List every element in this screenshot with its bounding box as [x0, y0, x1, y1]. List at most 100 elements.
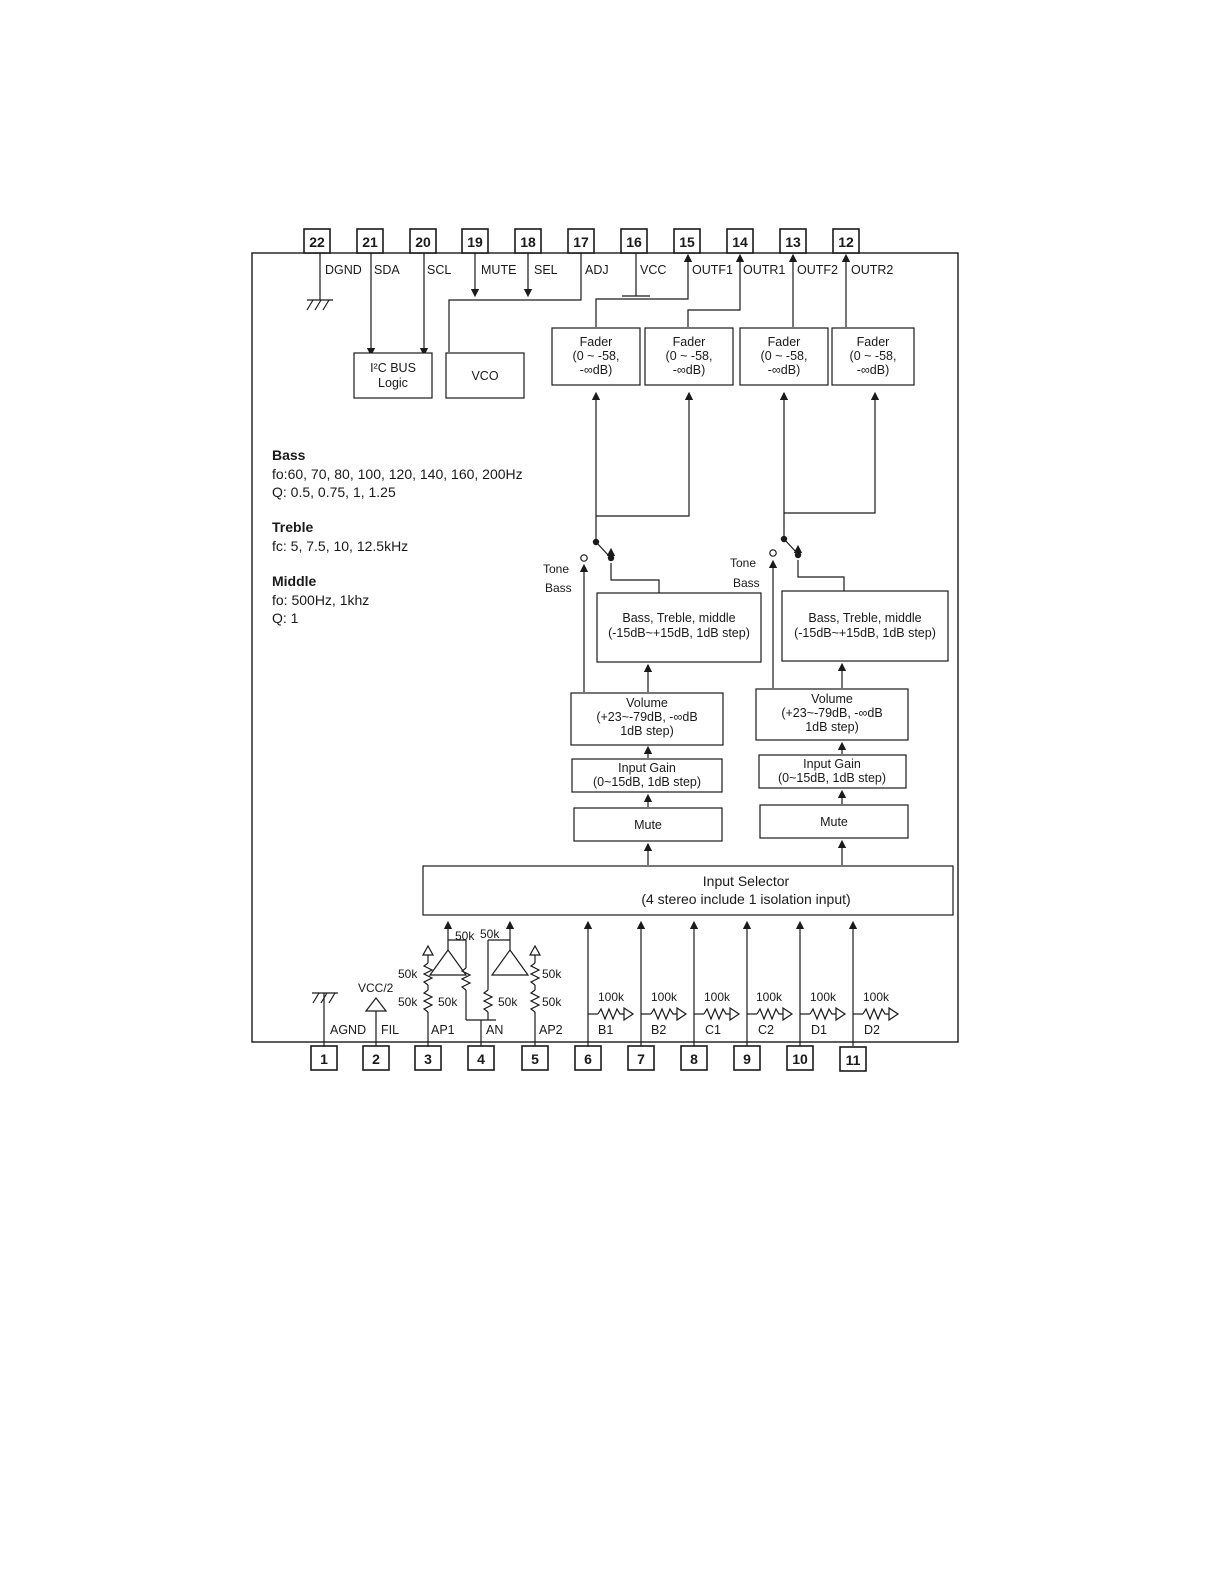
pin-6: B1 6	[574, 1023, 613, 1071]
fader-title: Fader	[673, 335, 706, 349]
fader-title: Fader	[580, 335, 613, 349]
vcc-half-label: VCC/2	[358, 981, 394, 995]
input-gain-block-left	[571, 758, 723, 793]
top-wiring	[306, 253, 851, 357]
pin-15: 15 OUTF1	[673, 228, 733, 277]
input-b2: 100k	[636, 920, 688, 1046]
i2c-line2: Logic	[378, 376, 408, 390]
volume-range: (+23~-79dB, -∞dB	[781, 706, 882, 720]
pin-label-mute: MUTE	[481, 263, 516, 277]
fader-block-1: Fader (0 ~ -58, -∞dB)	[551, 327, 641, 386]
volume-range: (+23~-79dB, -∞dB	[596, 710, 697, 724]
top-pins: 22 DGND 21 SDA 20 SCL 19 MUTE 18 SEL 17 …	[303, 228, 893, 277]
tone-label: Tone	[730, 556, 756, 570]
pin-number: 4	[477, 1051, 485, 1067]
pin-number: 21	[362, 234, 378, 250]
pin-number: 14	[732, 234, 748, 250]
pin-number: 20	[415, 234, 431, 250]
tone-range: (-15dB~+15dB, 1dB step)	[608, 626, 750, 640]
pin-label-d2: D2	[864, 1023, 880, 1037]
pin-label-an: AN	[486, 1023, 503, 1037]
chip-outline	[251, 252, 959, 1043]
pin-label-sel: SEL	[534, 263, 558, 277]
pin-label-ap2: AP2	[539, 1023, 563, 1037]
right-channel: Tone Bass Bass, Treble, middle (-15dB~+1…	[730, 391, 949, 865]
pin-label-agnd: AGND	[330, 1023, 366, 1037]
input-selector-title: Input Selector	[703, 873, 790, 889]
r-50k: 50k	[398, 967, 418, 981]
fader-inf: -∞dB)	[673, 363, 706, 377]
r-100k: 100k	[704, 990, 731, 1004]
fader-range: (0 ~ -58,	[761, 349, 808, 363]
bass-fo: fo:60, 70, 80, 100, 120, 140, 160, 200Hz	[272, 466, 523, 482]
pin-label-b2: B2	[651, 1023, 666, 1037]
input-b1: 100k	[583, 920, 635, 1046]
filter-notes: Bass fo:60, 70, 80, 100, 120, 140, 160, …	[272, 447, 523, 626]
pin-number: 5	[531, 1051, 539, 1067]
pin-label-sda: SDA	[374, 263, 400, 277]
fader-block-3: Fader (0 ~ -58, -∞dB)	[739, 327, 829, 386]
pin-21: 21 SDA	[356, 228, 400, 277]
pin-18: 18 SEL	[514, 228, 558, 277]
r-100k: 100k	[863, 990, 890, 1004]
input-selector-block: Input Selector (4 stereo include 1 isola…	[422, 865, 954, 916]
pin-label-outf1: OUTF1	[692, 263, 733, 277]
agnd-fil: VCC/2	[312, 981, 394, 1046]
pin-number: 3	[424, 1051, 432, 1067]
pin-number: 22	[309, 234, 325, 250]
mute-block-right	[759, 804, 909, 839]
pin-label-d1: D1	[811, 1023, 827, 1037]
input-gain-range: (0~15dB, 1dB step)	[593, 775, 701, 789]
bass-label: Bass	[733, 576, 760, 590]
pin-13: 13 OUTF2	[779, 228, 838, 277]
pin-number: 16	[626, 234, 642, 250]
fader-range: (0 ~ -58,	[573, 349, 620, 363]
pin-label-vcc: VCC	[640, 263, 666, 277]
pin-label-scl: SCL	[427, 263, 451, 277]
input-c1: 100k	[689, 920, 741, 1046]
fader-title: Fader	[768, 335, 801, 349]
pin-2: FIL 2	[362, 1023, 399, 1071]
pin-8: C1 8	[680, 1023, 721, 1071]
pin-label-outf2: OUTF2	[797, 263, 838, 277]
pin-number: 6	[584, 1051, 592, 1067]
r-50k: 50k	[480, 927, 500, 941]
pin-number: 12	[838, 234, 854, 250]
pin-number: 9	[743, 1051, 751, 1067]
r-50k: 50k	[498, 995, 518, 1009]
tone-block-right	[781, 590, 949, 662]
vcc-half-triangle	[364, 997, 388, 1012]
pin-number: 10	[792, 1051, 808, 1067]
pin-3: AP1 3	[414, 1023, 455, 1071]
pin-number: 13	[785, 234, 801, 250]
fader-range: (0 ~ -58,	[666, 349, 713, 363]
middle-q: Q: 1	[272, 610, 299, 626]
pin-number: 18	[520, 234, 536, 250]
bottom-inputs: 100k 100k 100k 100k 100k	[583, 920, 900, 1046]
volume-title: Volume	[811, 692, 853, 706]
treble-title: Treble	[272, 519, 313, 535]
input-selector-desc: (4 stereo include 1 isolation input)	[641, 891, 850, 907]
mute-label: Mute	[634, 818, 662, 832]
fader-title: Fader	[857, 335, 890, 349]
r-100k: 100k	[810, 990, 837, 1004]
pin-12: 12 OUTR2	[832, 228, 893, 277]
volume-step: 1dB step)	[805, 720, 859, 734]
tone-label: Tone	[543, 562, 569, 576]
bottom-pins: AGND 1 FIL 2 AP1 3 AN 4 AP2 5 B1 6	[310, 1023, 880, 1072]
vco-block: VCO	[445, 352, 525, 399]
i2c-bus-logic-block: I²C BUS Logic	[353, 352, 433, 399]
i2c-line1: I²C BUS	[370, 361, 416, 375]
volume-title: Volume	[626, 696, 668, 710]
vco-label: VCO	[471, 369, 498, 383]
pin-label-ap1: AP1	[431, 1023, 455, 1037]
tone-title: Bass, Treble, middle	[622, 611, 735, 625]
pin-label-fil: FIL	[381, 1023, 399, 1037]
pin-22: 22 DGND	[303, 228, 362, 277]
pin-9: C2 9	[733, 1023, 774, 1071]
opamp-2	[490, 948, 530, 976]
fader-block-2: Fader (0 ~ -58, -∞dB)	[644, 327, 734, 386]
mute-label: Mute	[820, 815, 848, 829]
fader-inf: -∞dB)	[857, 363, 890, 377]
